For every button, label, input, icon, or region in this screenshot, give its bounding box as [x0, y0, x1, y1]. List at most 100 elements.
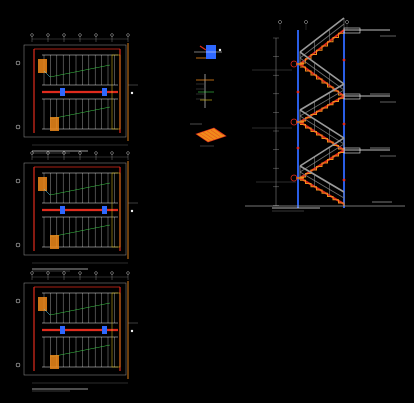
section-marker: [130, 91, 134, 95]
mid-rail: [299, 171, 345, 199]
grid-bubble-left: [15, 60, 21, 66]
plan-outline: [23, 282, 127, 376]
grid-bubble: [62, 151, 66, 155]
detail-anchor: [194, 45, 222, 59]
grid-bubble: [62, 33, 66, 37]
iso-tread: [202, 131, 215, 140]
iso-tread: [198, 132, 212, 142]
plan-outline: [23, 44, 127, 138]
grid-bubble: [30, 271, 34, 275]
stair-flight: [299, 51, 345, 98]
grid-bubble: [94, 271, 98, 275]
leader-line: [43, 188, 51, 196]
stair-flight: [299, 17, 345, 66]
grid-bubble-left: [15, 362, 21, 368]
column-blue: [60, 206, 65, 214]
plan-outline: [23, 162, 127, 256]
detail-connection: [196, 74, 214, 108]
column-blue: [102, 206, 107, 214]
grid-bubble: [46, 33, 50, 37]
column-blue: [102, 326, 107, 334]
column-blue: [60, 88, 65, 96]
mid-rail: [299, 23, 345, 59]
grid-bubble: [126, 33, 130, 37]
handrail: [299, 17, 345, 53]
grid-bubble: [30, 33, 34, 37]
step-profile: [300, 179, 345, 206]
iso-tread: [210, 129, 221, 137]
section-marker: [130, 209, 134, 213]
stair-flight: [299, 137, 345, 180]
landing-hatch: [50, 355, 59, 369]
node-marker: [342, 178, 346, 182]
grid-bubble-top: [304, 20, 308, 24]
column-blue: [102, 88, 107, 96]
landing-top: [343, 27, 361, 34]
step-profile: [300, 124, 345, 152]
landing-mid: [343, 93, 361, 100]
grid-bubble: [110, 151, 114, 155]
walk-line-lower: [49, 344, 111, 358]
column-blue: [60, 326, 65, 334]
plan-level-2: [15, 151, 138, 272]
grid-bubble: [126, 151, 130, 155]
grid-bubble-top: [278, 20, 282, 24]
landing-hatch: [38, 59, 47, 73]
detail-stair-isometric: [190, 123, 227, 147]
grid-bubble-top: [345, 20, 349, 24]
anchor-node: [218, 48, 222, 52]
handrail: [299, 165, 345, 193]
stair-flight: [299, 109, 345, 152]
walk-line-lower: [49, 224, 111, 238]
grid-bubble: [94, 151, 98, 155]
leader-line: [43, 308, 51, 316]
mid-rail: [299, 57, 345, 91]
node-marker: [296, 146, 300, 150]
step-profile: [299, 97, 344, 124]
connection-circle: [290, 118, 298, 126]
mid-rail: [299, 89, 345, 117]
grid-bubble: [46, 271, 50, 275]
step-profile: [299, 152, 344, 180]
landing-hatch: [38, 297, 47, 311]
landing: [111, 172, 121, 248]
iso-tread: [206, 130, 218, 139]
grid-bubble-left: [15, 124, 21, 130]
walk-line-upper: [49, 64, 111, 78]
grid-bubble-left: [15, 242, 21, 248]
landing-hatch: [50, 235, 59, 249]
node-marker: [296, 90, 300, 94]
grid-bubble: [30, 151, 34, 155]
anchor-bolt: [199, 45, 207, 51]
walk-line-upper: [49, 302, 111, 316]
grid-bubble-left: [15, 178, 21, 184]
grid-bubble: [62, 271, 66, 275]
landing: [111, 54, 121, 130]
walk-line-lower: [49, 106, 111, 120]
walk-line-upper: [49, 182, 111, 196]
grid-bubble-left: [15, 298, 21, 304]
mid-rail: [299, 143, 345, 173]
landing: [111, 292, 121, 368]
step-profile: [299, 32, 344, 66]
grid-bubble: [78, 151, 82, 155]
leader-line: [43, 70, 51, 78]
landing-hatch: [50, 117, 59, 131]
connection-circle: [290, 174, 298, 182]
stair-flight: [299, 83, 345, 124]
handrail: [299, 137, 345, 167]
connection-circle: [290, 60, 298, 68]
grid-bubble: [46, 151, 50, 155]
stair-flight: [299, 165, 345, 206]
section-marker: [130, 329, 134, 333]
node-marker: [342, 122, 346, 126]
handrail: [299, 51, 345, 85]
handrail: [299, 83, 345, 111]
landing-hatch: [38, 177, 47, 191]
grid-bubble: [126, 271, 130, 275]
landing-low: [343, 147, 361, 154]
grid-bubble: [110, 271, 114, 275]
stair-elevation: [245, 17, 405, 212]
